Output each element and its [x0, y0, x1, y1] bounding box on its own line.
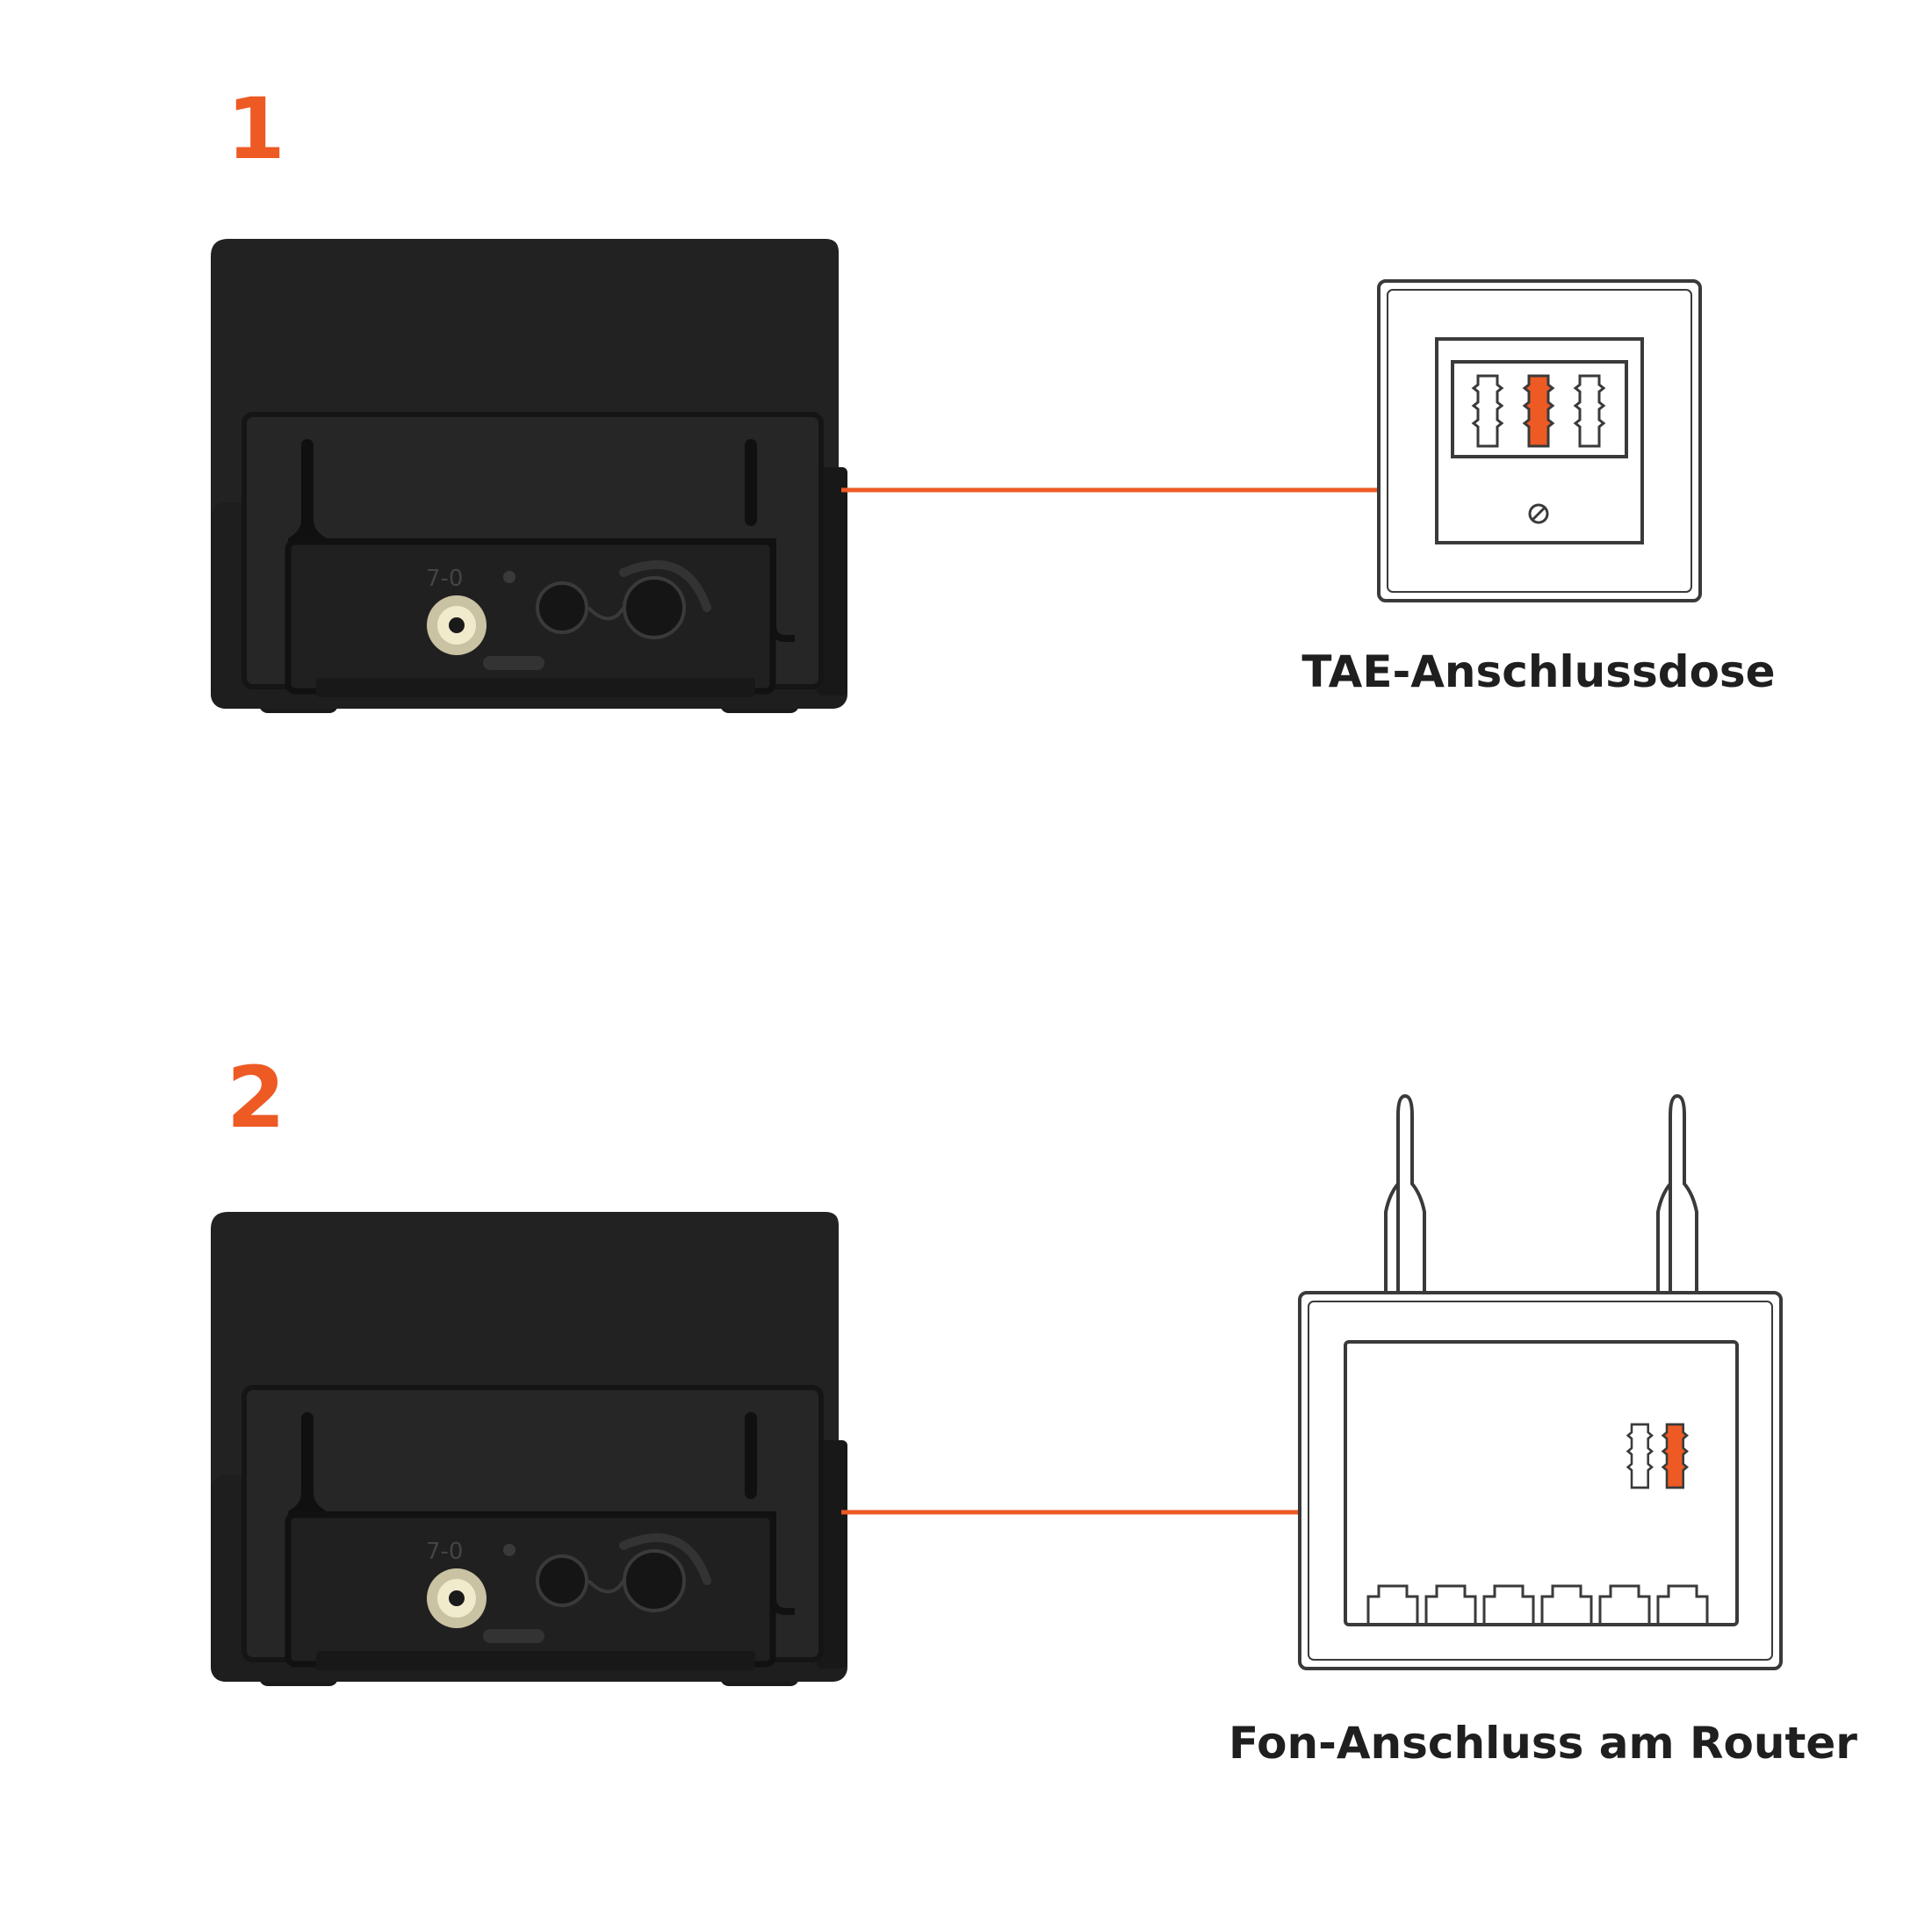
router-lan-ports	[1366, 1584, 1709, 1623]
router-caption: Fon-Anschluss am Router	[1229, 1718, 1857, 1769]
base-station-image-1	[211, 239, 847, 713]
base-station-image-2	[211, 1212, 847, 1686]
router-icon	[1298, 1093, 1783, 1670]
step-2-number: 2	[227, 1049, 285, 1147]
router-antenna-right	[1669, 1093, 1698, 1300]
router-antenna-left	[1396, 1093, 1426, 1300]
tae-socket-caption: TAE-Anschlussdose	[1301, 646, 1775, 697]
step-1-number: 1	[227, 80, 285, 178]
tae-socket-icon	[1377, 279, 1702, 602]
